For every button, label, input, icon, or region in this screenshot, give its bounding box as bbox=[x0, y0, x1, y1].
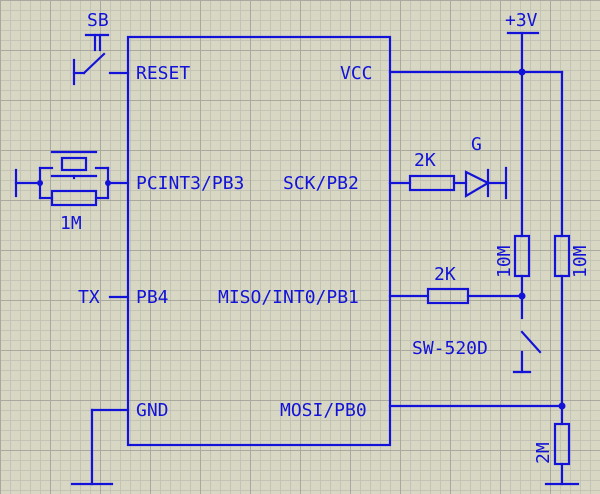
label-tx: TX bbox=[78, 287, 100, 308]
ic-body bbox=[126, 35, 392, 447]
label-supply: +3V bbox=[505, 10, 538, 31]
pin-pcint3: PCINT3/PB3 bbox=[136, 173, 244, 194]
label-1m: 1M bbox=[60, 213, 82, 234]
label-miso-resistor: 2K bbox=[434, 264, 456, 285]
ground-wire bbox=[70, 408, 130, 486]
vcc-rail bbox=[388, 31, 564, 76]
pin-vcc: VCC bbox=[340, 63, 373, 84]
pullup-resistors bbox=[513, 70, 571, 408]
label-switch: SW-520D bbox=[412, 338, 488, 359]
label-pullup-2: 10M bbox=[570, 245, 591, 278]
label-led: G bbox=[471, 134, 482, 155]
pin-sck: SCK/PB2 bbox=[283, 173, 359, 194]
pin-mosi: MOSI/PB0 bbox=[280, 400, 367, 421]
pin-miso: MISO/INT0/PB1 bbox=[218, 287, 359, 308]
tilt-switch bbox=[512, 294, 542, 374]
pin-reset: RESET bbox=[136, 63, 190, 84]
pin-pb4: PB4 bbox=[136, 287, 169, 308]
label-pulldown: 2M bbox=[533, 442, 554, 464]
label-led-resistor: 2K bbox=[414, 150, 436, 171]
reset-switch bbox=[72, 33, 130, 86]
miso-branch bbox=[388, 287, 526, 305]
label-sb: SB bbox=[87, 10, 109, 31]
mosi-branch bbox=[388, 402, 580, 486]
led-branch bbox=[388, 166, 508, 200]
crystal-network bbox=[14, 150, 130, 207]
pin-gnd: GND bbox=[136, 400, 169, 421]
label-pullup-1: 10M bbox=[494, 245, 515, 278]
